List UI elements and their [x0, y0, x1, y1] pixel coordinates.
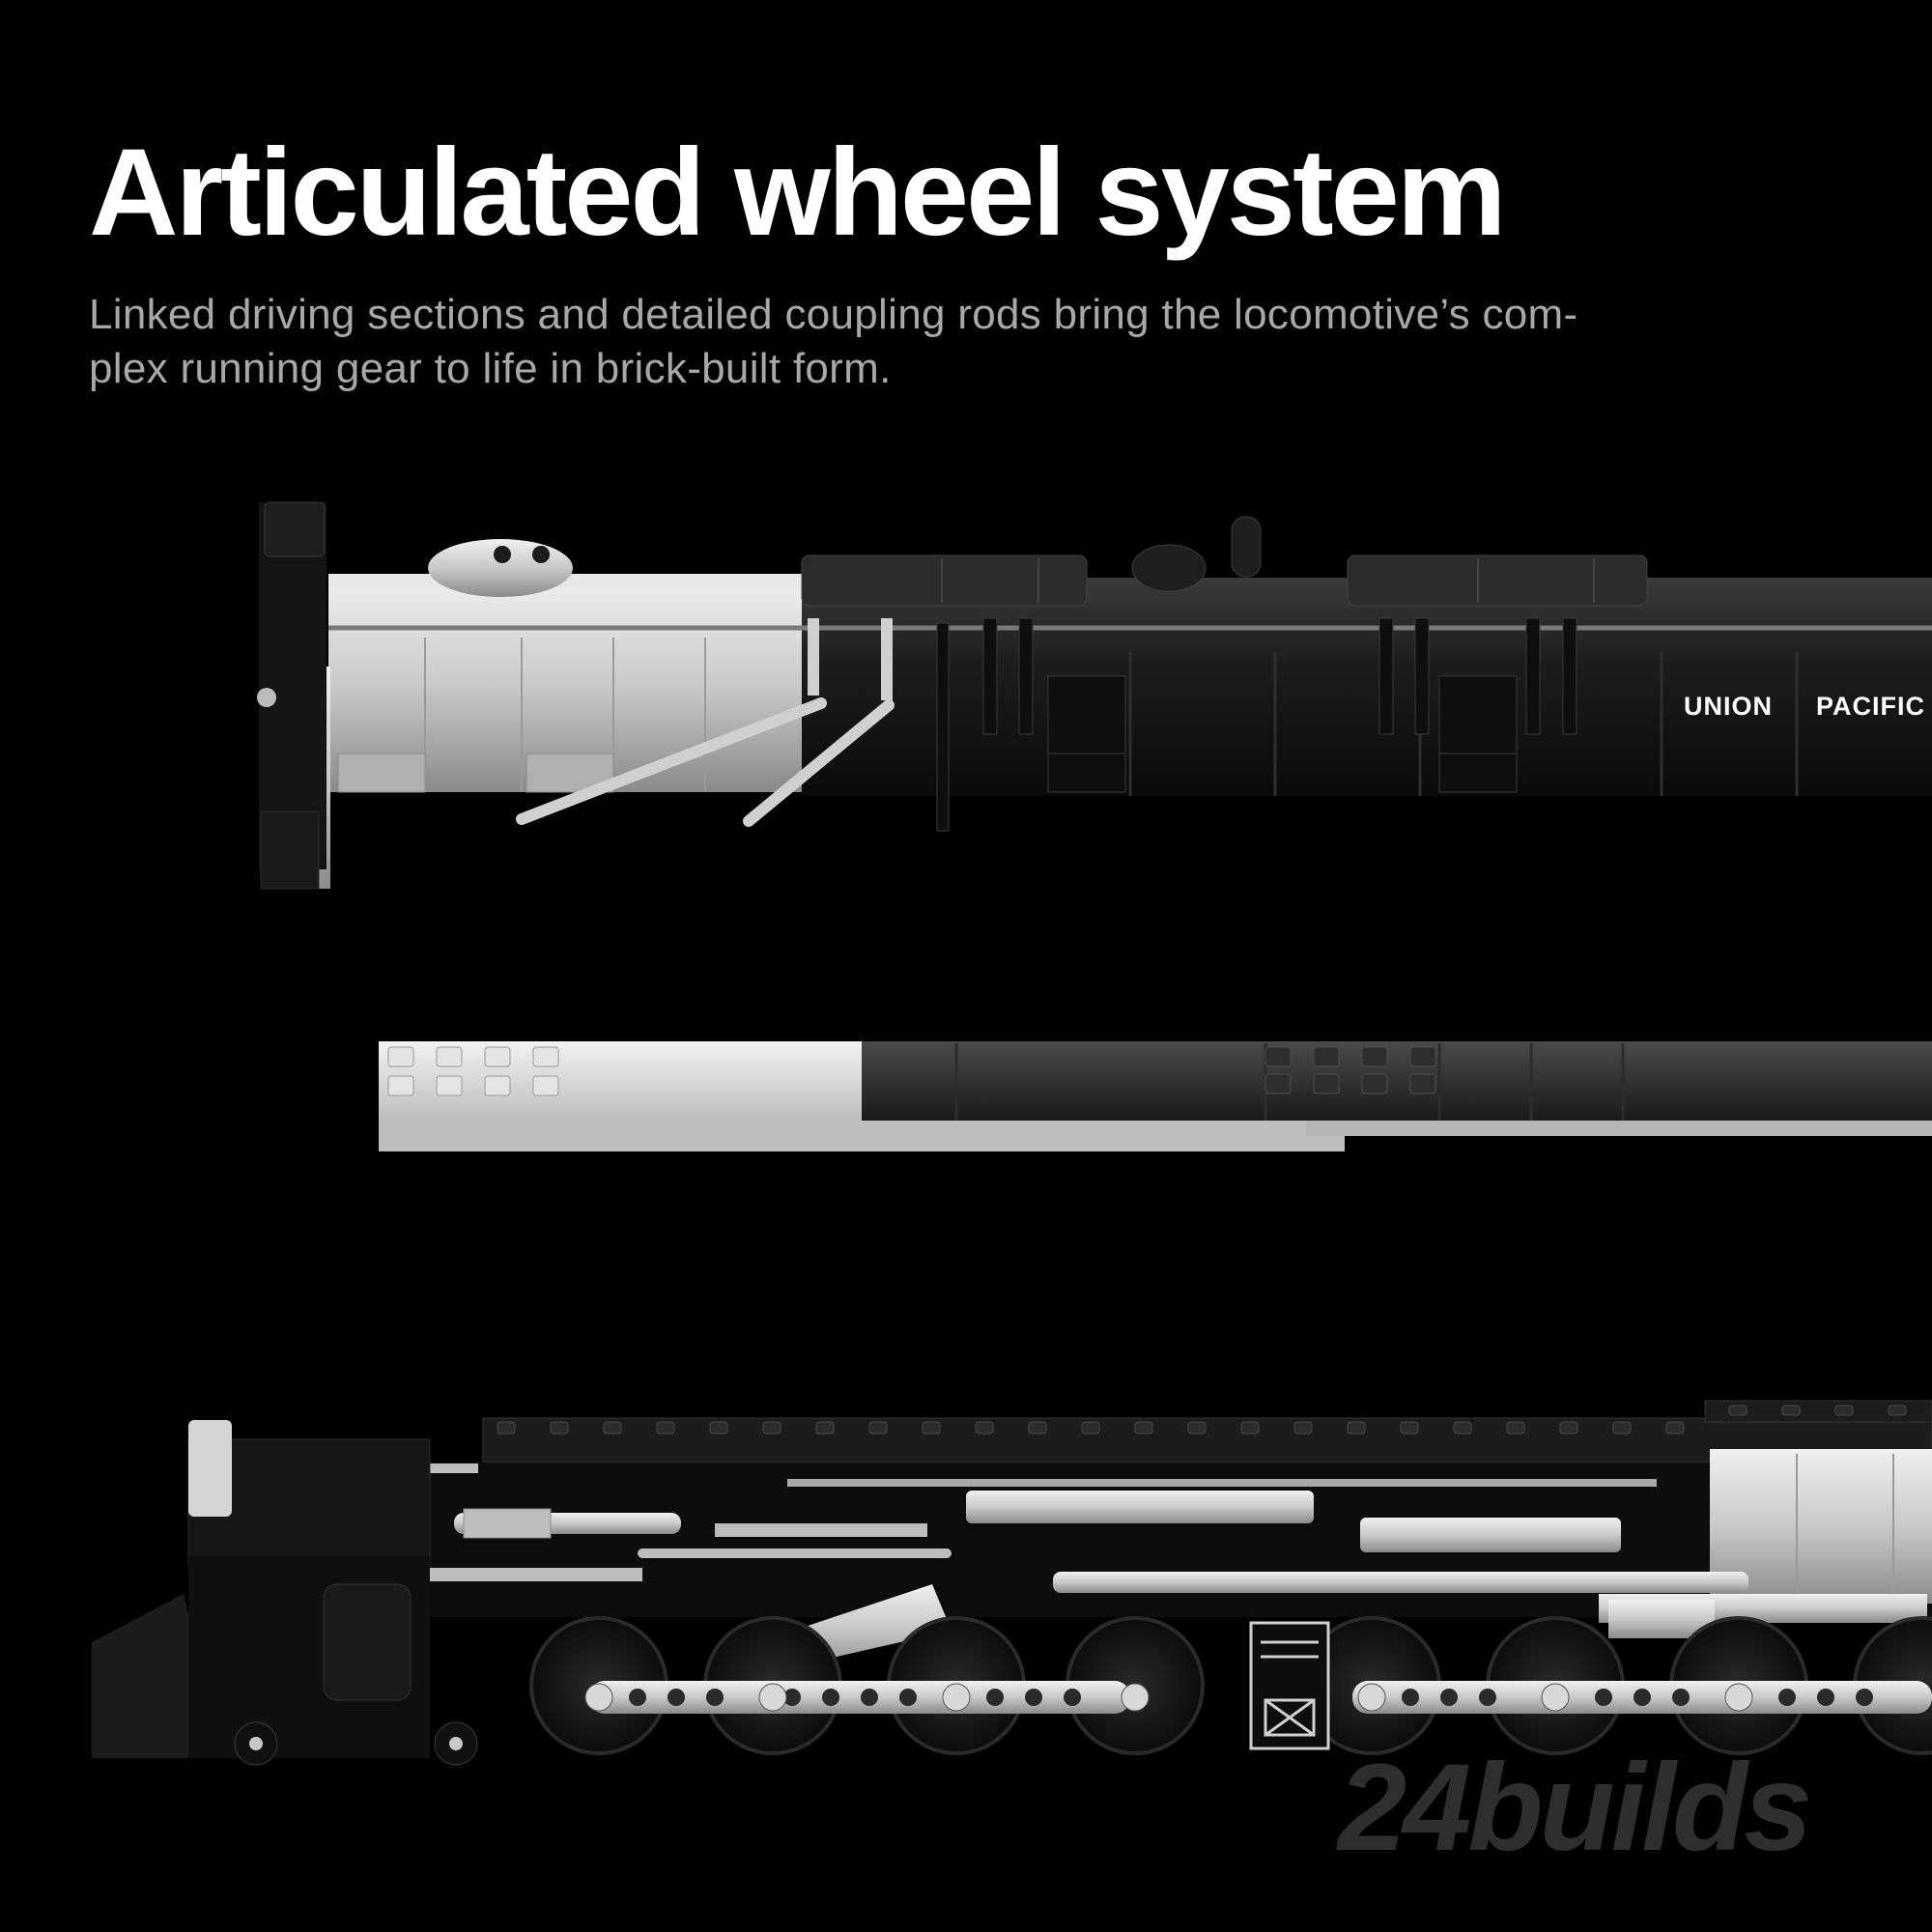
front-coupler — [259, 502, 327, 869]
bottom-running-gear-model — [92, 1400, 1932, 1766]
page-title: Articulated wheel system — [89, 124, 1507, 262]
articulation-box — [1249, 1621, 1330, 1750]
livery-text-union: UNION — [1684, 692, 1773, 721]
top-boiler-model: UNION PACIFIC — [257, 501, 1932, 890]
middle-plate-model — [379, 1041, 1932, 1151]
coupling-rods — [584, 1681, 1932, 1714]
deck-studs — [497, 1405, 1907, 1435]
sand-dome-front — [801, 554, 1088, 607]
black-plate — [862, 1041, 1932, 1121]
whistle — [1231, 516, 1262, 578]
silver-pipes — [401, 1463, 1927, 1671]
page-subtitle: Linked driving sections and detailed cou… — [89, 288, 1847, 396]
black-boiler-section — [802, 578, 1932, 796]
watermark-logo: 24builds — [1336, 1739, 1808, 1877]
livery-text-pacific: PACIFIC — [1816, 692, 1925, 721]
bell-dome — [1131, 544, 1207, 592]
sand-dome-rear — [1347, 554, 1648, 607]
subtitle-text: Linked driving sections and detailed cou… — [89, 291, 1578, 392]
